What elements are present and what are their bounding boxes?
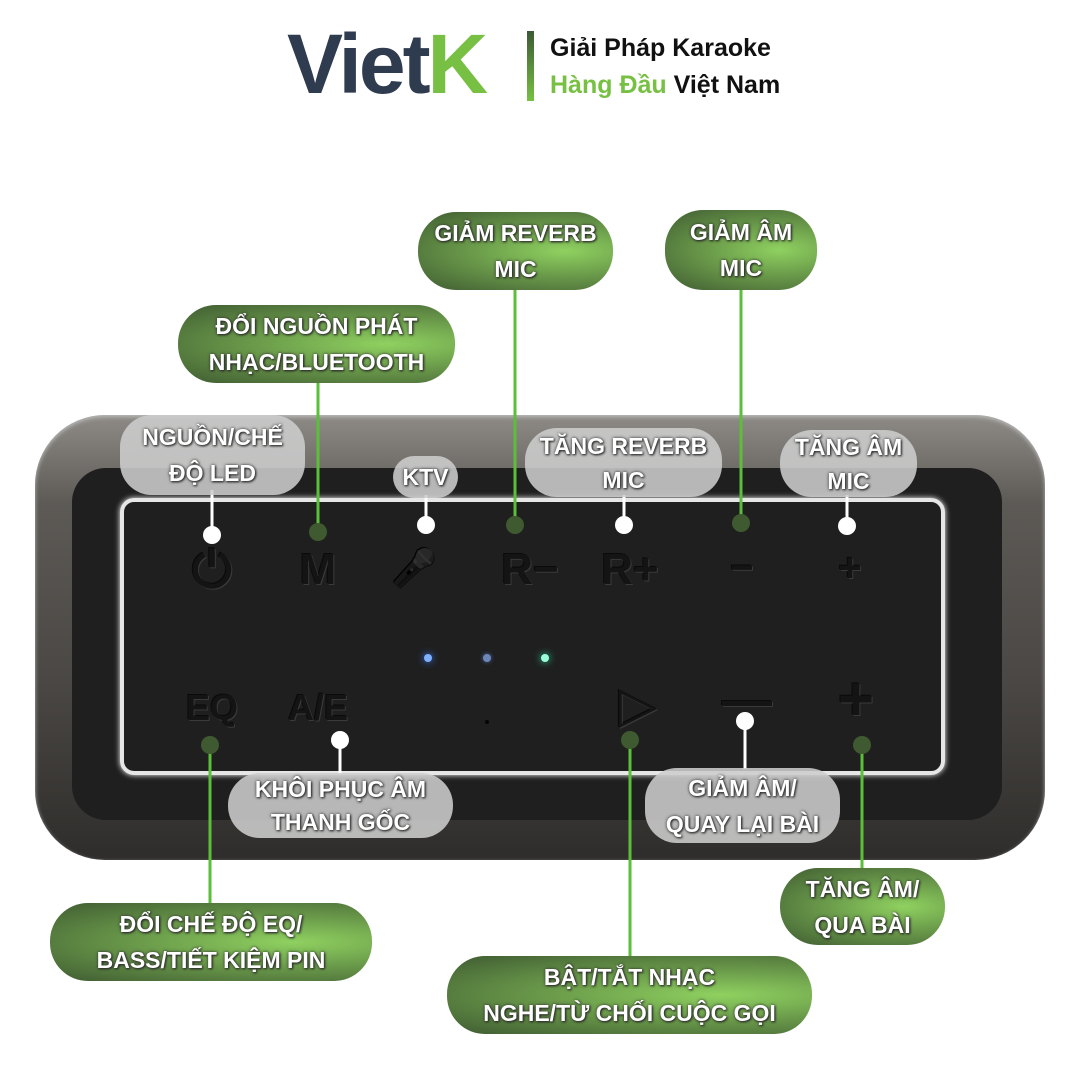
pointer-dot — [732, 514, 750, 532]
label-line: MIC — [494, 256, 537, 282]
label-line: TĂNG ÂM — [794, 433, 903, 460]
pointer-dot — [506, 516, 524, 534]
pointer-dot — [309, 523, 327, 541]
ae-button[interactable]: A/E — [287, 687, 349, 728]
label-line: TĂNG REVERB — [539, 432, 708, 459]
label-tang-reverb-mic: TĂNG REVERB MIC — [525, 428, 722, 497]
label-line: NGHE/TỪ CHỐI CUỘC GỌI — [483, 1000, 776, 1026]
label-line: GIẢM REVERB — [434, 220, 597, 246]
volume-up-button[interactable]: + — [837, 665, 875, 734]
label-line: GIẢM ÂM/ — [688, 774, 797, 801]
pointer-dot — [838, 517, 856, 535]
label-ktv: KTV — [393, 456, 458, 498]
vietk-logo: VietK — [287, 22, 488, 106]
pointer-dot — [417, 516, 435, 534]
pointer-dot — [736, 712, 754, 730]
pointer-dot — [201, 736, 219, 754]
pointer-dot — [853, 736, 871, 754]
logo-divider — [527, 31, 534, 101]
led-green — [541, 654, 549, 662]
label-line: NGUỒN/CHẾ — [142, 424, 283, 450]
pointer-dot — [331, 731, 349, 749]
label-line: THANH GỐC — [270, 808, 411, 835]
connector-line — [210, 490, 214, 535]
connector-line — [338, 740, 342, 775]
label-line: GIẢM ÂM — [689, 219, 793, 245]
label-line: ĐỘ LED — [169, 460, 256, 486]
pointer-dot — [621, 731, 639, 749]
label-line: MIC — [719, 255, 763, 281]
label-line: ĐỔI CHẾ ĐỘ EQ/ — [119, 911, 303, 937]
led-frame — [120, 498, 945, 775]
label-tang-am-mic: TĂNG ÂM MIC — [780, 430, 917, 497]
tagline-1: Giải Pháp Karaoke — [550, 34, 771, 62]
tagline-green: Hàng Đầu — [550, 71, 667, 99]
connector-line — [424, 495, 428, 525]
led-dim — [483, 654, 491, 662]
pointer-dot — [203, 526, 221, 544]
play-button-icon[interactable]: ▷ — [618, 677, 658, 733]
label-tang-am-qua-bai: TĂNG ÂM/QUA BÀI — [780, 868, 945, 945]
label-line: MIC — [827, 467, 870, 494]
mic-volume-up-button[interactable]: + — [838, 546, 862, 590]
power-button-icon[interactable]: ⏻ — [192, 542, 232, 598]
connector-line — [208, 745, 212, 903]
label-line: MIC — [602, 466, 645, 493]
mic-hole — [485, 720, 489, 724]
label-doi-eq: ĐỔI CHẾ ĐỘ EQ/BASS/TIẾT KIỆM PIN — [50, 903, 372, 981]
label-line: BASS/TIẾT KIỆM PIN — [96, 947, 326, 973]
connector-line — [628, 740, 632, 956]
reverb-up-button[interactable]: R+ — [601, 545, 659, 594]
label-line: BẬT/TẮT NHẠC — [543, 964, 716, 990]
pointer-dot — [615, 516, 633, 534]
label-line: QUAY LẠI BÀI — [665, 810, 820, 837]
connector-line — [316, 382, 320, 532]
connector-line — [860, 745, 864, 868]
connector-line — [513, 290, 517, 525]
connector-line — [622, 495, 626, 525]
tagline-2: Hàng Đầu Việt Nam — [550, 73, 780, 98]
label-line: ĐỔI NGUỒN PHÁT — [215, 313, 418, 339]
label-giam-reverb-mic: GIẢM REVERB MIC — [418, 212, 613, 290]
label-giam-am-mic: GIẢM ÂM MIC — [665, 210, 817, 290]
label-khoi-phuc-am-thanh: KHÔI PHỤC ÂM THANH GỐC — [228, 773, 453, 838]
label-line: QUA BÀI — [814, 911, 911, 938]
mic-volume-down-button[interactable]: − — [730, 546, 754, 590]
label-line: TĂNG ÂM/ — [805, 875, 920, 902]
led-blue — [424, 654, 432, 662]
logo-k: K — [427, 17, 489, 111]
label-doi-nguon: ĐỔI NGUỒN PHÁT NHẠC/BLUETOOTH — [178, 305, 455, 383]
connector-line — [845, 495, 849, 526]
reverb-down-button[interactable]: R− — [501, 545, 559, 594]
logo-text: Viet — [287, 17, 431, 111]
ktv-mic-icon[interactable]: 🎤 — [391, 547, 437, 588]
mode-button[interactable]: M — [299, 545, 337, 594]
label-bat-tat-nhac: BẬT/TẮT NHẠC NGHE/TỪ CHỐI CUỘC GỌI — [447, 956, 812, 1034]
label-nguon-led: NGUỒN/CHẾ ĐỘ LED — [120, 415, 305, 495]
connector-line — [743, 721, 747, 769]
eq-button[interactable]: EQ — [185, 687, 239, 728]
label-line: NHẠC/BLUETOOTH — [208, 349, 425, 375]
connector-line — [739, 290, 743, 523]
label-giam-am-quay-lai: GIẢM ÂM/QUAY LẠI BÀI — [645, 768, 840, 843]
label-line: KHÔI PHỤC ÂM — [254, 775, 427, 802]
tagline-dark: Việt Nam — [673, 71, 781, 99]
